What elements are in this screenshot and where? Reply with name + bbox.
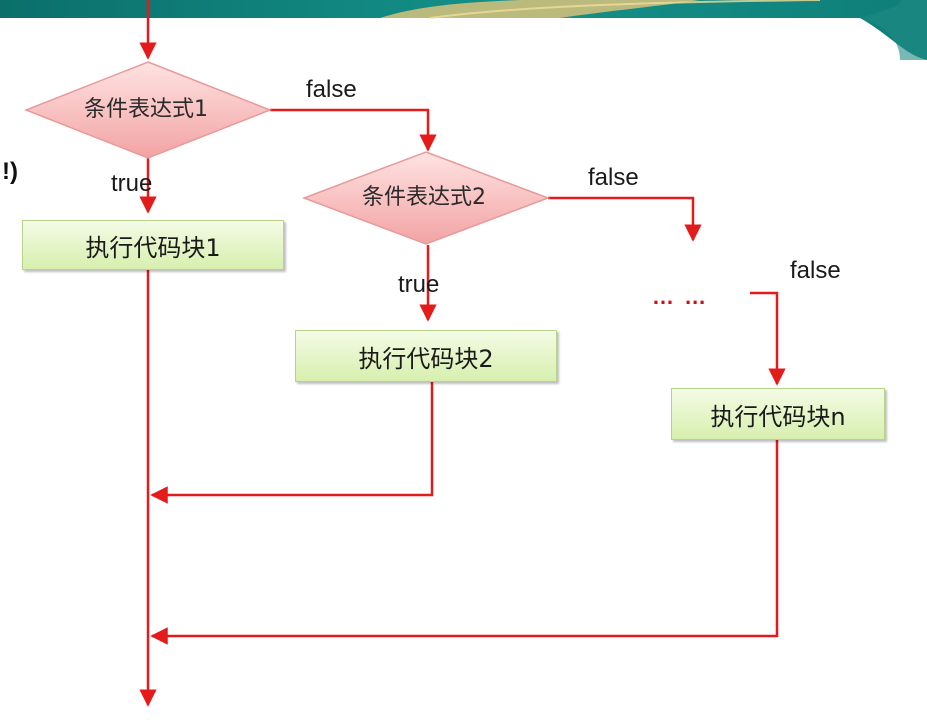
- decision2-label: 条件表达式2: [362, 185, 486, 210]
- edge-label-false-1: false: [306, 76, 357, 103]
- edge-label-true-2: true: [398, 271, 440, 298]
- arrow-blockn-return: [150, 440, 779, 645]
- decision-diamond-2: [301, 151, 551, 245]
- edge-label-false-3: false: [790, 257, 841, 284]
- process-block-2: 执行代码块2: [295, 330, 557, 382]
- decision1-label: 条件表达式1: [84, 97, 208, 122]
- arrow-decision2-false: [548, 196, 702, 242]
- edge-label-false-2: false: [588, 164, 639, 191]
- decision-diamond-1: [23, 61, 273, 159]
- arrow-decision1-false: [270, 108, 437, 152]
- ellipsis-more-branches: … …: [652, 284, 709, 309]
- process-block-n: 执行代码块n: [671, 388, 885, 440]
- edge-label-true-1: true: [111, 170, 153, 197]
- arrow-block2-return: [150, 380, 434, 504]
- process-block-1: 执行代码块1: [22, 220, 284, 270]
- header-banner: [0, 0, 927, 60]
- corner-text-fragment: !): [2, 158, 18, 185]
- arrow-ellipsis-false: [750, 291, 786, 386]
- connectors: [139, 0, 786, 707]
